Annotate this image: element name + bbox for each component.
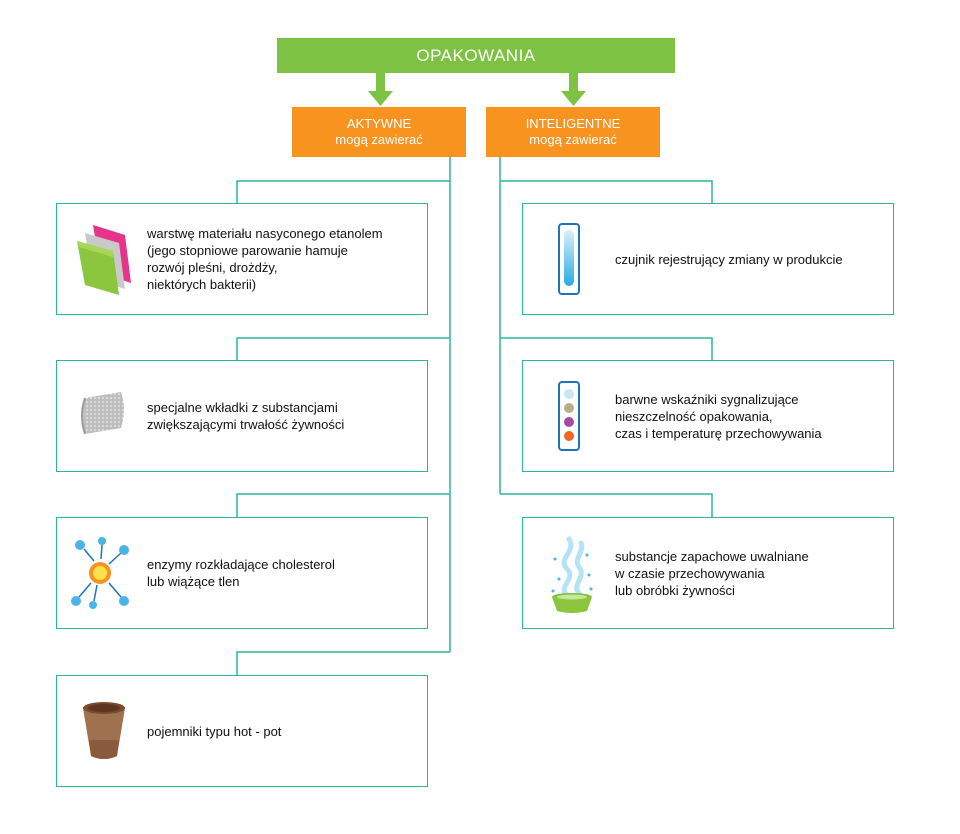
diagram-title: OPAKOWANIA — [277, 38, 675, 73]
hot-pot-container-icon — [79, 676, 129, 786]
item-line: niektórych bakterii) — [147, 277, 257, 292]
category-inteligentne: INTELIGENTNE mogą zawierać — [486, 107, 660, 157]
item-hot-pot: pojemniki typu hot - pot — [56, 675, 428, 787]
category-aktywne: AKTYWNE mogą zawierać — [292, 107, 466, 157]
item-sensor: czujnik rejestrujący zmiany w produkcie — [522, 203, 894, 315]
item-line: substancje zapachowe uwalniane — [615, 548, 809, 564]
category-aktywne-label: AKTYWNE — [346, 116, 412, 131]
item-line: czas i temperaturę przechowywania — [615, 425, 822, 441]
item-line: lub wiążące tlen — [147, 574, 240, 589]
item-line: zwiększającymi trwałość żywności — [147, 417, 345, 432]
item-aroma: substancje zapachowe uwalniane w czasie … — [522, 517, 894, 629]
item-inserts: specjalne wkładki z substancjami zwiększ… — [56, 360, 428, 472]
item-line: specjalne wkładki z substancjami — [147, 400, 338, 415]
item-indicators: barwne wskaźniki sygnalizujące nieszczel… — [522, 360, 894, 472]
item-line: barwne wskaźniki sygnalizujące — [615, 391, 799, 407]
item-line: nieszczelność opakowania, — [615, 408, 773, 424]
sensor-strip-icon — [557, 204, 581, 314]
item-line: lub obróbki żywności — [615, 582, 735, 598]
item-line: w czasie przechowywania — [615, 565, 765, 581]
item-line: warstwę materiału nasyconego etanolem — [147, 226, 383, 241]
item-line: pojemniki typu hot - pot — [147, 723, 282, 739]
category-aktywne-sublabel: mogą zawierać — [335, 132, 423, 147]
category-inteligentne-label: INTELIGENTNE — [525, 116, 621, 131]
item-line: rozwój pleśni, drożdży, — [147, 260, 278, 275]
item-enzymes: enzymy rozkładające cholesterol lub wiąż… — [56, 517, 428, 629]
aroma-bowl-icon — [547, 518, 597, 628]
layered-sheets-icon — [75, 204, 135, 314]
item-line: (jego stopniowe parowanie hamuje — [147, 243, 348, 258]
enzyme-molecules-icon — [69, 518, 133, 628]
item-line: enzymy rozkładające cholesterol — [147, 557, 335, 572]
insert-pad-icon — [77, 361, 127, 471]
color-indicator-icon — [557, 361, 581, 471]
item-line: czujnik rejestrujący zmiany w produkcie — [615, 251, 843, 267]
item-ethanol-layer: warstwę materiału nasyconego etanolem (j… — [56, 203, 428, 315]
category-inteligentne-sublabel: mogą zawierać — [529, 132, 617, 147]
